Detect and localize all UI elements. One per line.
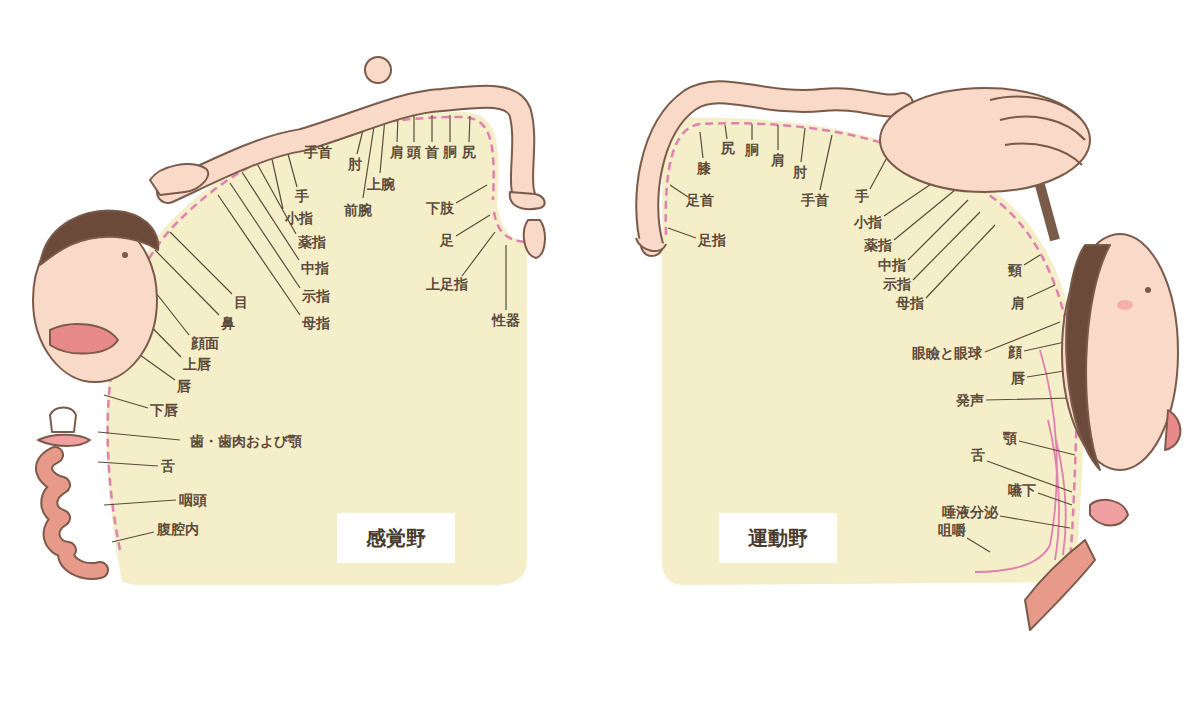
illustration-part bbox=[106, 112, 527, 585]
illustration-part bbox=[1117, 300, 1133, 310]
body-part-label: 母指 bbox=[896, 296, 924, 310]
body-part-label: 咽頭 bbox=[179, 493, 207, 507]
illustration-part bbox=[50, 408, 76, 433]
illustration-part bbox=[990, 97, 1085, 165]
illustration-part bbox=[38, 435, 90, 446]
illustration-part bbox=[1145, 287, 1151, 293]
body-part-label: 膝 bbox=[697, 161, 711, 175]
body-part-label: 下肢 bbox=[426, 201, 454, 215]
body-part-label: 咀嚼 bbox=[938, 523, 966, 537]
body-part-label: 足首 bbox=[686, 193, 714, 207]
body-part-label: 尻 bbox=[462, 145, 476, 159]
illustration-part bbox=[1165, 410, 1180, 450]
illustration-part bbox=[510, 192, 545, 209]
body-part-label: 発声 bbox=[956, 393, 984, 407]
illustration-part bbox=[524, 220, 545, 258]
body-part-label: 手首 bbox=[801, 193, 829, 207]
illustration-part bbox=[122, 252, 128, 258]
body-part-label: 手 bbox=[295, 189, 309, 203]
body-part-label: 顎 bbox=[1003, 431, 1017, 445]
body-part-label: 示指 bbox=[302, 289, 330, 303]
body-part-label: 足 bbox=[440, 233, 454, 247]
body-part-label: 舌 bbox=[161, 459, 175, 473]
area-name: 運動野 bbox=[748, 526, 808, 550]
body-part-label: 顔 bbox=[1008, 345, 1022, 359]
area-name: 感覚野 bbox=[366, 526, 426, 550]
body-part-label: 母指 bbox=[302, 316, 330, 330]
illustration-part bbox=[150, 164, 208, 195]
body-part-label: 尻 bbox=[721, 141, 735, 155]
body-part-label: 薬指 bbox=[298, 235, 326, 249]
body-part-label: 頭 bbox=[407, 145, 421, 159]
area-name-box: 感覚野 bbox=[337, 513, 455, 563]
body-part-label: 肩 bbox=[1011, 296, 1025, 310]
body-part-label: 頸 bbox=[1008, 263, 1022, 277]
illustration-part bbox=[880, 88, 1090, 192]
body-part-label: 胴 bbox=[443, 145, 457, 159]
body-part-label: 眼瞼と眼球 bbox=[912, 346, 982, 360]
body-part-label: 薬指 bbox=[864, 238, 892, 252]
illustration-part bbox=[44, 455, 100, 571]
body-part-label: 上唇 bbox=[183, 357, 211, 371]
illustration-part bbox=[647, 92, 902, 245]
motor-homunculus bbox=[636, 88, 1180, 630]
body-part-label: 小指 bbox=[285, 211, 313, 225]
illustration-part bbox=[40, 211, 158, 265]
body-part-label: 下唇 bbox=[150, 403, 178, 417]
illustration-part bbox=[1090, 500, 1128, 526]
body-part-label: 唾液分泌 bbox=[942, 505, 998, 519]
body-part-label: 目 bbox=[234, 295, 248, 309]
illustration-part bbox=[1066, 245, 1110, 470]
body-part-label: 歯・歯肉および顎 bbox=[190, 434, 302, 448]
illustration-part bbox=[44, 455, 100, 571]
body-part-label: 足指 bbox=[698, 233, 726, 247]
body-part-label: 上腕 bbox=[367, 177, 395, 191]
illustration-part bbox=[50, 324, 118, 354]
body-part-label: 中指 bbox=[301, 261, 329, 275]
illustration-part bbox=[636, 238, 666, 251]
illustration-part bbox=[168, 97, 524, 195]
body-part-label: 示指 bbox=[883, 277, 911, 291]
body-part-label: 中指 bbox=[878, 258, 906, 272]
illustration-part bbox=[108, 117, 494, 550]
illustration-part bbox=[1048, 420, 1059, 560]
illustration-part bbox=[647, 92, 902, 245]
body-part-label: 鼻 bbox=[221, 316, 235, 330]
body-part-label: 首 bbox=[425, 145, 439, 159]
area-name-box: 運動野 bbox=[719, 513, 837, 563]
body-part-label: 腹腔内 bbox=[157, 522, 199, 536]
body-part-label: 唇 bbox=[177, 379, 191, 393]
body-part-label: 肘 bbox=[793, 165, 807, 179]
illustration-part bbox=[168, 97, 524, 195]
sensory-homunculus bbox=[33, 57, 545, 571]
body-part-label: 嚥下 bbox=[1008, 483, 1036, 497]
illustration-part bbox=[1056, 440, 1066, 555]
body-part-label: 肩 bbox=[771, 153, 785, 167]
body-part-label: 肘 bbox=[348, 157, 362, 171]
body-part-label: 顔面 bbox=[191, 336, 219, 350]
body-part-label: 胴 bbox=[745, 143, 759, 157]
illustration-part bbox=[1025, 540, 1095, 630]
body-part-label: 小指 bbox=[854, 215, 882, 229]
illustration-part bbox=[365, 57, 391, 83]
body-part-label: 肩 bbox=[390, 145, 404, 159]
body-part-label: 前腕 bbox=[344, 203, 372, 217]
body-part-label: 手首 bbox=[304, 145, 332, 159]
body-part-label: 性器 bbox=[492, 313, 520, 327]
illustration-part bbox=[1040, 185, 1055, 240]
body-part-label: 手 bbox=[855, 189, 869, 203]
body-part-label: 舌 bbox=[971, 448, 985, 462]
body-part-label: 上足指 bbox=[426, 277, 468, 291]
body-part-label: 唇 bbox=[1011, 371, 1025, 385]
illustration-part bbox=[1062, 234, 1178, 470]
illustration-part bbox=[494, 212, 524, 242]
